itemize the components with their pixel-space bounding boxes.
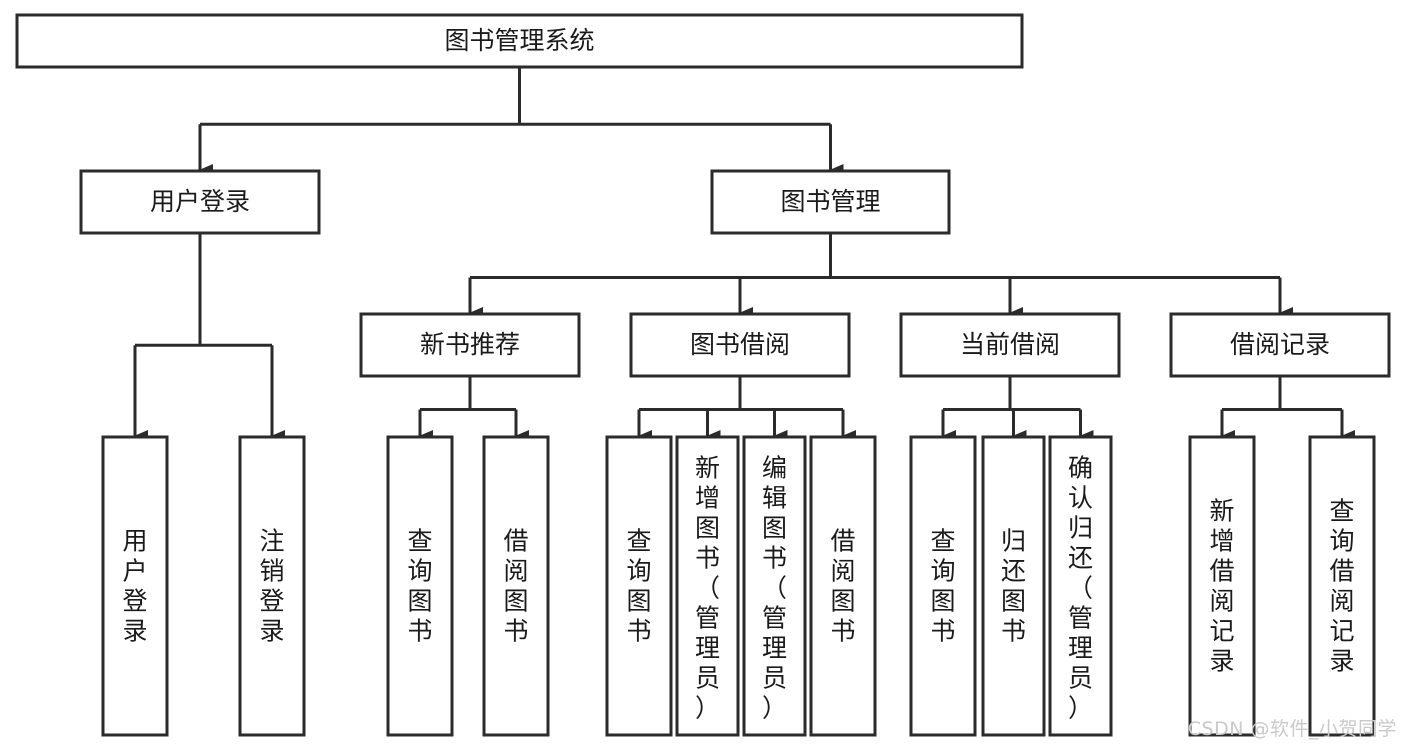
node-leaf-return-book[interactable]: 归还图书 (981, 435, 1046, 737)
node-box-leaf-borrow-book-1 (482, 435, 550, 737)
node-label-leaf-logout: 注销登录 (259, 526, 284, 645)
node-leaf-query-book-1[interactable]: 查询图书 (386, 435, 454, 737)
node-box-leaf-logout (238, 435, 306, 737)
node-label-leaf-query-book-1: 查询图书 (407, 526, 432, 645)
node-leaf-borrow-book-2[interactable]: 借阅图书 (809, 435, 877, 737)
node-leaf-borrow-book-1[interactable]: 借阅图书 (482, 435, 550, 737)
node-box-leaf-add-record (1188, 435, 1256, 737)
node-label-leaf-user-login: 用户登录 (122, 526, 147, 645)
node-box-leaf-query-book-3 (909, 435, 977, 737)
node-leaf-query-book-2[interactable]: 查询图书 (605, 435, 673, 737)
node-box-book-manage (710, 169, 951, 235)
node-book-borrow[interactable]: 图书借阅 (629, 312, 851, 378)
node-box-leaf-add-book (675, 435, 740, 737)
node-box-leaf-return-book (981, 435, 1046, 737)
node-box-leaf-query-book-2 (605, 435, 673, 737)
node-leaf-query-book-3[interactable]: 查询图书 (909, 435, 977, 737)
node-box-current-borrow (899, 312, 1121, 378)
node-box-borrow-record (1169, 312, 1391, 378)
node-leaf-query-record[interactable]: 查询借阅记录 (1308, 435, 1376, 737)
node-book-manage[interactable]: 图书管理 (710, 169, 951, 235)
connector-layer (133, 67, 1355, 442)
node-leaf-edit-book[interactable]: 编辑图书（管理员） (742, 435, 807, 737)
node-borrow-record[interactable]: 借阅记录 (1169, 312, 1391, 378)
node-leaf-confirm-return[interactable]: 确认归还（管理员） (1048, 435, 1113, 737)
node-label-leaf-add-record: 新增借阅记录 (1209, 496, 1234, 675)
node-label-book-borrow: 图书借阅 (690, 330, 790, 359)
node-box-leaf-edit-book (742, 435, 807, 737)
node-label-current-borrow: 当前借阅 (960, 330, 1060, 359)
node-box-root (15, 13, 1024, 69)
node-leaf-add-book[interactable]: 新增图书（管理员） (675, 435, 740, 737)
node-box-leaf-query-record (1308, 435, 1376, 737)
node-box-leaf-query-book-1 (386, 435, 454, 737)
node-label-book-manage: 图书管理 (780, 187, 880, 216)
node-label-leaf-query-book-3: 查询图书 (930, 526, 955, 645)
node-layer: 图书管理系统用户登录图书管理新书推荐图书借阅当前借阅借阅记录用户登录注销登录查询… (15, 13, 1391, 737)
node-label-leaf-query-record: 查询借阅记录 (1329, 496, 1354, 675)
node-leaf-user-login[interactable]: 用户登录 (101, 435, 169, 737)
node-box-book-borrow (629, 312, 851, 378)
node-label-borrow-record: 借阅记录 (1230, 330, 1330, 359)
node-label-leaf-return-book: 归还图书 (1001, 526, 1026, 645)
node-label-leaf-query-book-2: 查询图书 (626, 526, 651, 645)
node-box-user-login (79, 169, 321, 235)
node-user-login[interactable]: 用户登录 (79, 169, 321, 235)
node-box-leaf-confirm-return (1048, 435, 1113, 737)
node-box-leaf-borrow-book-2 (809, 435, 877, 737)
node-leaf-logout[interactable]: 注销登录 (238, 435, 306, 737)
node-label-leaf-borrow-book-1: 借阅图书 (503, 526, 528, 645)
node-label-user-login: 用户登录 (150, 187, 250, 216)
node-label-leaf-add-book: 新增图书（管理员） (695, 453, 720, 722)
node-leaf-add-record[interactable]: 新增借阅记录 (1188, 435, 1256, 737)
node-label-root: 图书管理系统 (444, 26, 594, 55)
node-box-leaf-user-login (101, 435, 169, 737)
node-label-leaf-edit-book: 编辑图书（管理员） (762, 453, 787, 722)
node-current-borrow[interactable]: 当前借阅 (899, 312, 1121, 378)
node-new-book-rec[interactable]: 新书推荐 (359, 312, 581, 378)
node-root[interactable]: 图书管理系统 (15, 13, 1024, 69)
node-box-new-book-rec (359, 312, 581, 378)
node-label-leaf-confirm-return: 确认归还（管理员） (1068, 453, 1093, 722)
node-label-new-book-rec: 新书推荐 (420, 330, 520, 359)
node-label-leaf-borrow-book-2: 借阅图书 (830, 526, 855, 645)
